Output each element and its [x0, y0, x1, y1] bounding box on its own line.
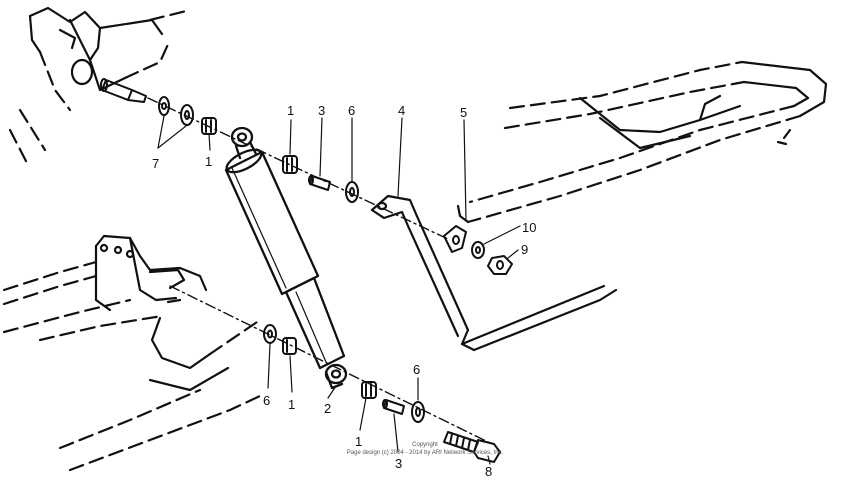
callout-6-lower-left: 6 — [263, 393, 270, 408]
callout-1-lower-left: 1 — [288, 397, 295, 412]
callout-1-lower-right: 1 — [355, 434, 362, 449]
upper-frame-bracket — [8, 6, 192, 167]
carrier-rack — [456, 60, 828, 224]
copyright-label: Copyright — [412, 442, 438, 448]
upper-washer-7b — [180, 104, 194, 126]
mounting-bracket-4 — [370, 194, 618, 352]
callout-1-upper-right: 1 — [287, 103, 294, 118]
lower-bushing-left — [282, 337, 297, 355]
callout-3-lower: 3 — [395, 456, 402, 471]
washer-10 — [471, 241, 485, 259]
assembly-axis-lower — [169, 285, 489, 443]
bolt-8 — [443, 431, 501, 463]
upper-collar-3 — [308, 175, 331, 191]
callout-6-lower-right: 6 — [413, 362, 420, 377]
callout-4: 4 — [398, 103, 405, 118]
upper-washer-7a — [158, 96, 170, 116]
copyright-notice: Page design (c) 2004 - 2014 by ARI Netwo… — [347, 450, 504, 456]
shock-absorber — [224, 126, 348, 390]
lower-collar-3 — [382, 399, 405, 415]
upper-bushing-right — [282, 155, 298, 174]
lower-bushing-right — [361, 381, 377, 399]
callout-10: 10 — [522, 220, 536, 235]
nut-9 — [487, 255, 513, 275]
upper-stud — [100, 78, 147, 103]
callout-2: 2 — [324, 401, 331, 416]
callout-3-upper: 3 — [318, 103, 325, 118]
lower-washer-6-right — [411, 401, 425, 423]
lower-washer-6 — [263, 324, 277, 344]
callout-8: 8 — [485, 464, 492, 479]
assembly-axis-upper — [147, 97, 451, 241]
callout-6-upper: 6 — [348, 103, 355, 118]
callout-1-upper-left: 1 — [205, 154, 212, 169]
callout-5: 5 — [460, 105, 467, 120]
leader-lines — [157, 115, 521, 465]
callout-7: 7 — [152, 156, 159, 171]
lower-frame — [2, 234, 262, 472]
callout-9: 9 — [521, 242, 528, 257]
rack-bracket-tab — [443, 225, 467, 253]
